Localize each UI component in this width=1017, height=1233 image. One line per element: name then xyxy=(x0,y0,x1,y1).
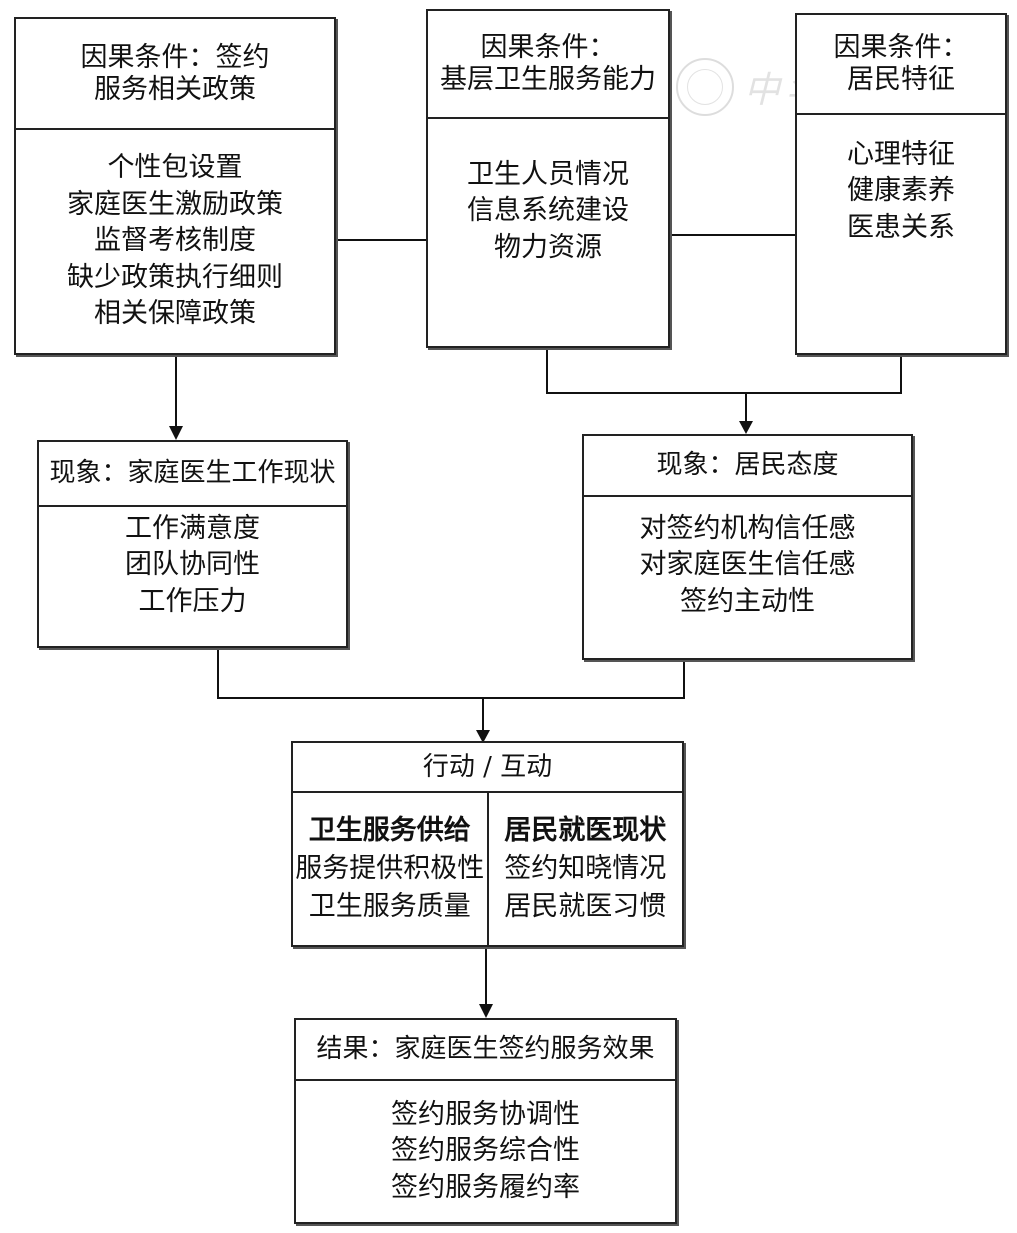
box-header: 结果：家庭医生签约服务效果 xyxy=(296,1020,675,1081)
list-item: 卫生服务质量 xyxy=(308,891,471,923)
column-service-supply: 卫生服务供给 服务提供积极性 卫生服务质量 xyxy=(293,793,487,945)
list-item: 签约知晓情况 xyxy=(504,852,667,884)
box-header: 现象：家庭医生工作现状 xyxy=(39,442,346,507)
list-item: 对签约机构信任感 xyxy=(639,513,856,544)
arrow-head xyxy=(479,1004,493,1018)
box-title-line: 行动 / 互动 xyxy=(422,751,553,782)
box-title-line: 基层卫生服务能力 xyxy=(440,64,656,95)
list-item: 签约服务履约率 xyxy=(391,1171,580,1203)
column-heading: 居民就医现状 xyxy=(504,814,667,846)
list-item: 团队协同性 xyxy=(125,549,260,581)
list-item: 相关保障政策 xyxy=(94,298,256,330)
list-item: 居民就医习惯 xyxy=(504,891,667,923)
list-item: 签约主动性 xyxy=(680,585,815,617)
list-item: 卫生人员情况 xyxy=(467,159,629,190)
list-item: 工作满意度 xyxy=(125,513,260,544)
list-item: 对家庭医生信任感 xyxy=(639,549,856,581)
arrow-head xyxy=(169,426,183,440)
box-body: 签约服务协调性 签约服务综合性 签约服务履约率 xyxy=(296,1081,675,1222)
box-body: 心理特征 健康素养 医患关系 xyxy=(797,115,1005,353)
list-item: 工作压力 xyxy=(138,585,247,617)
box-title-line: 因果条件： xyxy=(833,32,969,64)
list-item: 缺少政策执行细则 xyxy=(67,261,283,293)
list-item: 签约服务综合性 xyxy=(391,1135,580,1167)
box-header: 现象：居民态度 xyxy=(584,436,911,497)
box-title-line: 服务相关政策 xyxy=(94,73,256,105)
box-title-line: 居民特征 xyxy=(847,64,955,95)
list-item: 健康素养 xyxy=(847,175,955,207)
box-header: 因果条件： 居民特征 xyxy=(797,15,1005,115)
seal-icon xyxy=(676,58,734,116)
box-phenomenon-doctor: 现象：家庭医生工作现状 工作满意度 团队协同性 工作压力 xyxy=(37,440,348,648)
list-item: 监督考核制度 xyxy=(94,225,256,257)
box-title-line: 因果条件： xyxy=(480,32,616,64)
connector-phenomena-join xyxy=(217,648,685,699)
list-item: 医患关系 xyxy=(847,211,955,243)
box-title-line: 现象：居民态度 xyxy=(656,450,839,481)
box-title-line: 因果条件：签约 xyxy=(80,41,270,73)
list-item: 服务提供积极性 xyxy=(295,852,485,884)
connector-capacity-resident-join xyxy=(546,348,902,394)
box-causal-capacity: 因果条件： 基层卫生服务能力 卫生人员情况 信息系统建设 物力资源 xyxy=(426,9,670,348)
box-header: 因果条件： 基层卫生服务能力 xyxy=(428,11,668,119)
box-header: 行动 / 互动 xyxy=(293,743,682,793)
action-columns: 卫生服务供给 服务提供积极性 卫生服务质量 居民就医现状 签约知晓情况 居民就医… xyxy=(293,793,682,945)
box-title-line: 结果：家庭医生签约服务效果 xyxy=(316,1034,655,1065)
list-item: 信息系统建设 xyxy=(467,195,629,227)
box-body: 个性包设置 家庭医生激励政策 监督考核制度 缺少政策执行细则 相关保障政策 xyxy=(16,130,334,353)
arrow-head xyxy=(739,421,753,434)
column-resident-care: 居民就医现状 签约知晓情况 居民就医习惯 xyxy=(486,793,683,945)
box-body: 工作满意度 团队协同性 工作压力 xyxy=(39,507,346,646)
box-action-interaction: 行动 / 互动 卫生服务供给 服务提供积极性 卫生服务质量 居民就医现状 签约知… xyxy=(291,741,684,947)
box-header: 因果条件：签约 服务相关政策 xyxy=(16,19,334,130)
column-heading: 卫生服务供给 xyxy=(308,814,471,846)
list-item: 个性包设置 xyxy=(107,152,243,184)
arrow-head xyxy=(476,730,490,743)
list-item: 物力资源 xyxy=(494,231,602,263)
box-causal-policy: 因果条件：签约 服务相关政策 个性包设置 家庭医生激励政策 监督考核制度 缺少政… xyxy=(14,17,336,355)
list-item: 心理特征 xyxy=(847,139,955,170)
list-item: 家庭医生激励政策 xyxy=(67,188,283,220)
list-item: 签约服务协调性 xyxy=(391,1098,580,1130)
box-causal-resident: 因果条件： 居民特征 心理特征 健康素养 医患关系 xyxy=(795,13,1007,355)
box-title-line: 现象：家庭医生工作现状 xyxy=(49,458,336,489)
box-phenomenon-attitude: 现象：居民态度 对签约机构信任感 对家庭医生信任感 签约主动性 xyxy=(582,434,913,660)
box-body: 对签约机构信任感 对家庭医生信任感 签约主动性 xyxy=(584,497,911,658)
box-result: 结果：家庭医生签约服务效果 签约服务协调性 签约服务综合性 签约服务履约率 xyxy=(294,1018,677,1224)
box-body: 卫生人员情况 信息系统建设 物力资源 xyxy=(428,119,668,346)
